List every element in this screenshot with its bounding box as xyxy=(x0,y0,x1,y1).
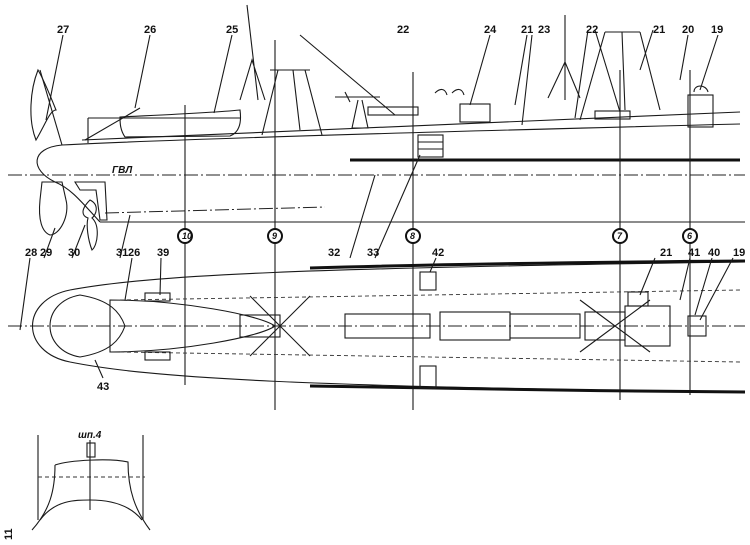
ladder xyxy=(417,134,444,158)
callout-leaders xyxy=(19,29,734,379)
callout-19-plan: 19 xyxy=(733,247,745,259)
callout-25: 25 xyxy=(226,24,238,36)
page-number: 11 xyxy=(3,528,15,540)
stern-outline xyxy=(32,289,71,363)
plan-view-callouts: 26 39 42 21 41 40 19 43 xyxy=(97,247,745,393)
callout-30: 30 xyxy=(68,247,80,259)
callout-24: 24 xyxy=(484,24,497,36)
flag xyxy=(30,68,57,142)
mast-frame xyxy=(261,69,323,136)
hull-edge-top xyxy=(69,261,746,291)
plan-view xyxy=(8,259,746,394)
callout-41: 41 xyxy=(688,247,700,259)
callout-31: 31 xyxy=(116,247,128,259)
rudder xyxy=(38,181,68,236)
frame-10: 10 xyxy=(182,231,192,241)
side-view: ГВЛ xyxy=(8,4,745,251)
frame-6: 6 xyxy=(687,231,693,241)
callout-26: 26 xyxy=(144,24,156,36)
callout-33: 33 xyxy=(367,247,379,259)
frame-lines: 10 9 8 7 6 xyxy=(177,40,698,410)
callout-19: 19 xyxy=(711,24,723,36)
callout-21: 21 xyxy=(521,24,533,36)
callout-32: 32 xyxy=(328,247,340,259)
stern-platform xyxy=(49,294,126,358)
callout-43: 43 xyxy=(97,381,109,393)
side-view-callouts: 27 26 25 22 24 21 23 22 21 20 19 28 29 3… xyxy=(25,24,723,259)
callout-40: 40 xyxy=(708,247,720,259)
callout-27: 27 xyxy=(57,24,69,36)
callout-42: 42 xyxy=(432,247,444,259)
propeller xyxy=(82,199,98,251)
callout-29: 29 xyxy=(40,247,52,259)
mast-main xyxy=(579,31,661,121)
callout-21b: 21 xyxy=(653,24,665,36)
callout-39: 39 xyxy=(157,247,169,259)
callout-21-plan: 21 xyxy=(660,247,672,259)
flagstaff xyxy=(39,69,63,146)
callout-26-plan: 26 xyxy=(128,247,140,259)
section-label: шп.4 xyxy=(78,430,102,441)
mast-aft xyxy=(239,4,266,101)
callout-23: 23 xyxy=(538,24,550,36)
callout-22b: 22 xyxy=(586,24,598,36)
mast-fore xyxy=(547,15,581,100)
section-frame-4: шп.4 xyxy=(31,430,151,531)
boat xyxy=(119,109,242,138)
frame-8: 8 xyxy=(410,231,415,241)
callout-20: 20 xyxy=(682,24,694,36)
deck-line xyxy=(61,123,741,146)
boat-plan xyxy=(109,299,276,353)
frame-7: 7 xyxy=(617,231,623,241)
frame-9: 9 xyxy=(272,231,277,241)
stern-profile xyxy=(36,144,101,223)
callout-28: 28 xyxy=(25,247,37,259)
waterline-label: ГВЛ xyxy=(112,165,133,176)
callout-22: 22 xyxy=(397,24,409,36)
